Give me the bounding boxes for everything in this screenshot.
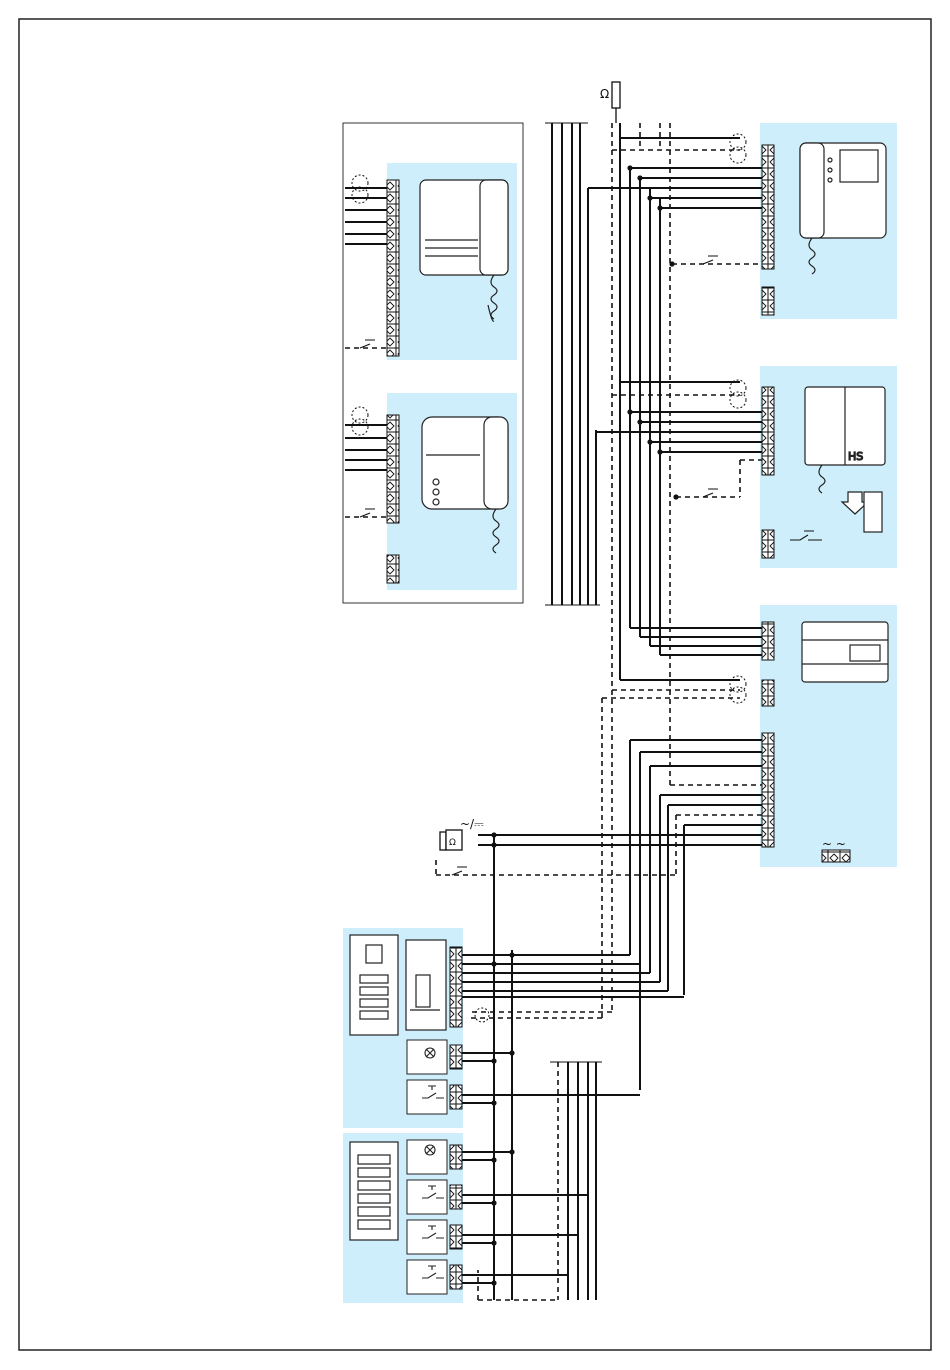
power-supply-module-icon — [802, 622, 888, 682]
power-ac-symbol: ~ ~ — [822, 837, 846, 851]
lock-symbol: Ω — [449, 838, 456, 848]
terminal-block-icon — [450, 1225, 462, 1249]
door-panel-icon — [350, 935, 446, 1035]
terminal-block-icon — [387, 180, 399, 356]
terminal-block-icon — [762, 680, 774, 706]
terminal-block-icon — [450, 1185, 462, 1209]
resistor-symbol: Ω — [600, 87, 609, 101]
hs-label: HS — [848, 450, 863, 463]
terminal-block-icon — [762, 622, 774, 660]
terminal-block-icon — [822, 850, 850, 862]
terminal-block-icon — [762, 733, 774, 847]
terminal-block-icon — [387, 555, 399, 583]
terminal-block-icon — [450, 1045, 462, 1069]
left-unit-wiring — [345, 188, 387, 470]
terminal-block-icon — [450, 1145, 462, 1169]
terminal-block-icon — [762, 387, 774, 475]
terminal-block-icon — [762, 530, 774, 558]
terminal-block-icon — [387, 415, 399, 523]
terminal-block-icon — [762, 287, 774, 315]
lock-supply-symbol: ~/⎓ — [460, 817, 484, 831]
terminal-block-icon — [450, 947, 462, 1027]
terminal-block-icon — [450, 1085, 462, 1109]
terminal-block-icon — [450, 1265, 462, 1289]
riser-bus — [545, 123, 600, 605]
terminal-block-icon — [762, 145, 774, 269]
resistor-icon — [612, 82, 620, 123]
button-panel-icon — [350, 1142, 398, 1240]
